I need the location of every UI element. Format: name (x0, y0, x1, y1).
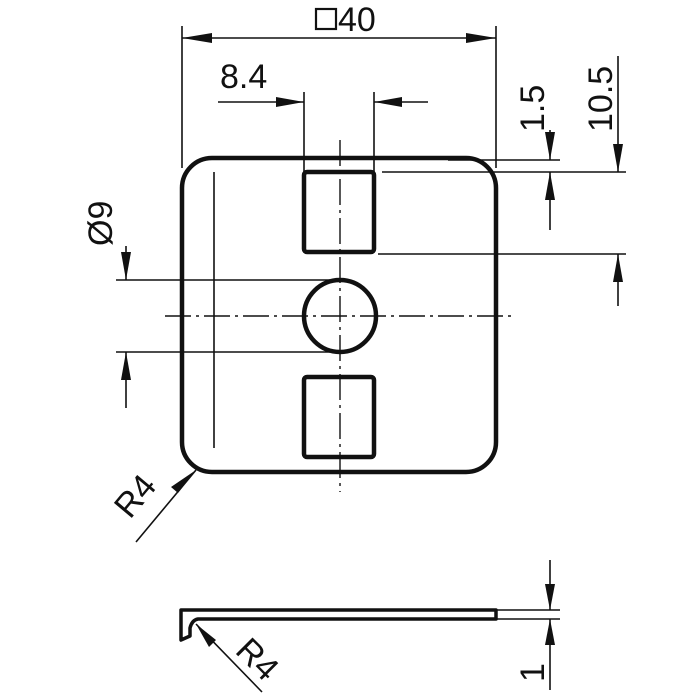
plate-side-view: 1 (179, 560, 560, 690)
hole-diameter-label: Ø9 (82, 201, 120, 246)
slot-offset-label: 1.5 (514, 85, 552, 132)
side-profile (179, 608, 498, 642)
dimension-corner-radius: R4 (107, 467, 197, 543)
dimension-slot-height: 10.5 (378, 56, 626, 306)
slot-upper (301, 169, 377, 255)
corner-radius-label: R4 (107, 467, 164, 525)
plate-outline (179, 155, 499, 475)
plate-top-view (179, 155, 499, 475)
dimension-slot-width: 8.4 (218, 58, 428, 172)
dimension-width: 40 (181, 1, 497, 168)
slot-lower (301, 374, 377, 460)
thickness-label: 1 (514, 663, 552, 682)
bend-radius-label: R4 (228, 631, 286, 689)
slot-height-label: 10.5 (582, 66, 620, 132)
dimension-slot-offset: 1.5 (382, 85, 626, 230)
dimension-hole-diameter: Ø9 (82, 201, 330, 408)
square-symbol (314, 7, 338, 31)
center-lines (165, 140, 516, 492)
dimension-bend-radius: R4 (195, 623, 286, 693)
width-label: 40 (338, 1, 376, 39)
slot-width-label: 8.4 (220, 58, 267, 96)
